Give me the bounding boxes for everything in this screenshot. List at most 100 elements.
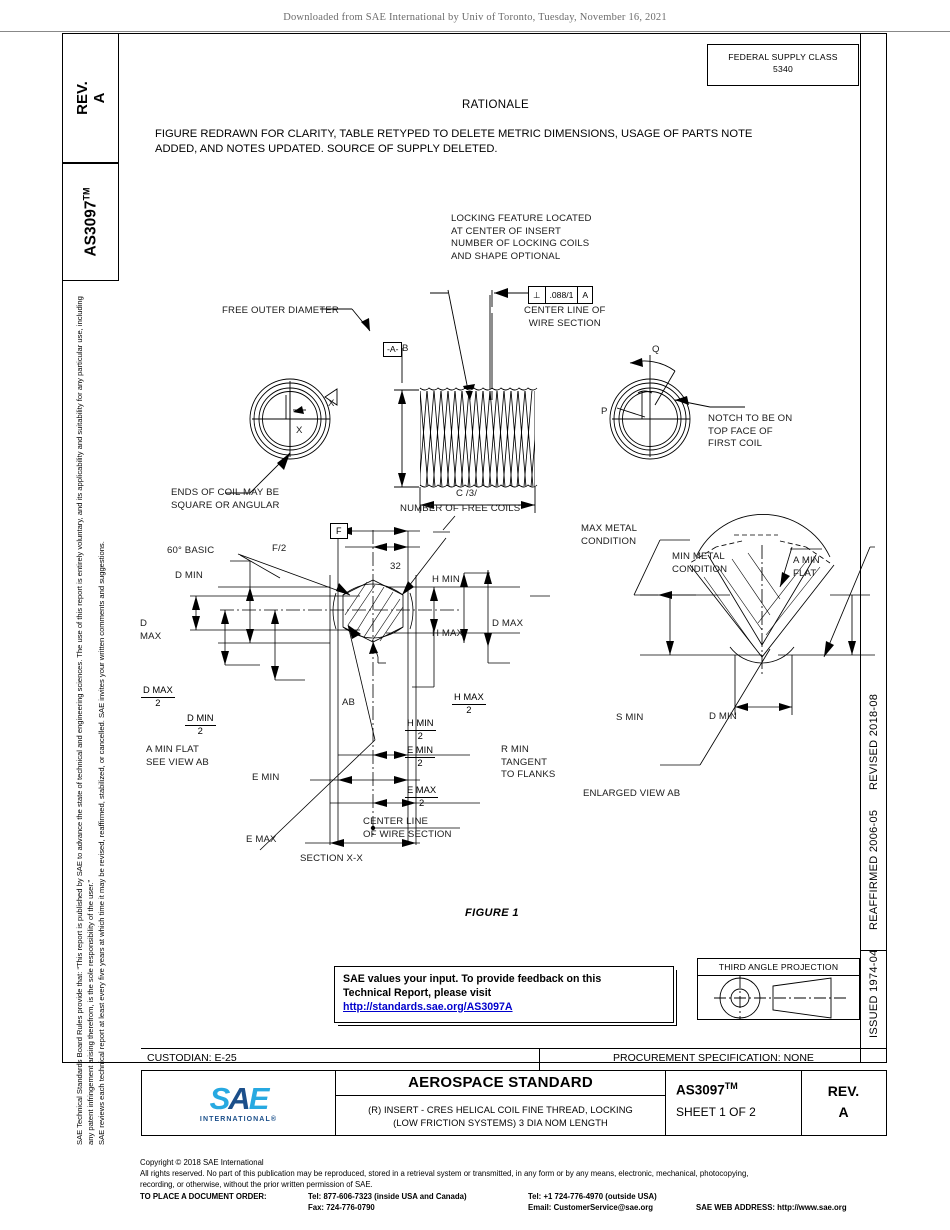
dim-h-max: H MAX: [432, 628, 464, 639]
dim-h-max-over-2: H MAX 2: [452, 691, 486, 715]
dim-h-max-over-2-num: H MAX: [452, 691, 486, 705]
dim-s-min: S MIN: [616, 712, 644, 723]
title-block: SAE INTERNATIONAL® AEROSPACE STANDARD (R…: [141, 1070, 887, 1136]
title-block-rev-label: REV.: [827, 1083, 860, 1099]
dim-d-min: D MIN: [175, 570, 203, 581]
title-block-sheet: SHEET 1 OF 2: [676, 1104, 756, 1119]
feedback-link[interactable]: http://standards.sae.org/AS3097A: [343, 1000, 513, 1013]
doc-number-tab: AS3097TM: [62, 163, 119, 281]
custodian-label: CUSTODIAN: E-25: [141, 1048, 540, 1070]
footer-tel-intl: Tel: +1 724-776-4970 (outside USA): [528, 1192, 657, 1201]
custodian-row: [141, 1048, 887, 1070]
feedback-line-2: Technical Report, please visit: [343, 986, 492, 999]
sae-wordmark: SAE: [209, 1081, 270, 1116]
feedback-line-1: SAE values your input. To provide feedba…: [343, 973, 602, 985]
footer-email: Email: CustomerService@sae.org: [528, 1203, 654, 1212]
callout-r-min-tangent: R MIN TANGENT TO FLANKS: [501, 744, 556, 781]
dim-d-min-over-2-num: D MIN: [185, 712, 216, 726]
figure-1-drawing: [190, 288, 875, 851]
legal-paragraph-2: SAE reviews each technical report at lea…: [97, 541, 106, 1145]
dim-d-max-over-2-den: 2: [155, 696, 161, 708]
procurement-spec-label: PROCUREMENT SPECIFICATION: NONE: [613, 1052, 814, 1064]
legal-paragraph-1: SAE Technical Standards Board Rules prov…: [75, 296, 95, 1145]
title-block-rev-cell: REV. A: [802, 1071, 885, 1135]
dim-h-min: H MIN: [432, 574, 460, 585]
dim-h-min-over-2-den: 2: [417, 729, 423, 741]
dim-e-min-over-2-num: E MIN: [405, 744, 436, 758]
title-block-number-cell: AS3097TM SHEET 1 OF 2: [666, 1071, 802, 1135]
download-watermark: Downloaded from SAE International by Uni…: [283, 12, 667, 23]
right-column-divider-tick: [860, 950, 887, 952]
dim-h-min-over-2: H MIN 2: [405, 717, 436, 741]
callout-notch: NOTCH TO BE ON TOP FACE OF FIRST COIL: [708, 413, 793, 450]
date-issued: ISSUED 1974-04: [868, 949, 880, 1038]
dim-d-max-over-2-num: D MAX: [141, 684, 175, 698]
footer-fax: Fax: 724-776-0790: [308, 1203, 375, 1212]
federal-supply-class-label: FEDERAL SUPPLY CLASS: [728, 52, 838, 62]
dim-f-half: F/2: [272, 543, 287, 554]
federal-supply-class-value: 5340: [773, 63, 793, 74]
doc-number-tab-text: AS3097TM: [81, 187, 100, 257]
rev-tab: REV.A: [62, 33, 119, 163]
feature-control-frame: ⊥ .088/1 A: [528, 286, 594, 304]
dim-d-min-over-2: D MIN 2: [185, 712, 216, 736]
dim-e-min: E MIN: [252, 772, 280, 783]
dim-d-max: D MAX: [140, 618, 162, 642]
callout-ends-of-coil: ENDS OF COIL MAY BE SQUARE OR ANGULAR: [171, 487, 280, 511]
callout-max-metal-condition: MAX METAL CONDITION: [581, 523, 638, 547]
drawing-frame: [62, 33, 887, 1063]
title-block-title-cell: AEROSPACE STANDARD (R) INSERT - CRES HEL…: [336, 1071, 666, 1135]
dim-d-min-over-2-den: 2: [197, 724, 203, 736]
dim-f-boxed: F: [330, 523, 348, 539]
datum-feature-a: -A-: [383, 342, 403, 357]
callout-centerline-wire-section-top: CENTER LINE OF WIRE SECTION: [524, 305, 606, 329]
dim-e-min-over-2-den: 2: [417, 756, 423, 768]
perpendicularity-icon: ⊥: [533, 289, 541, 300]
sae-logo: SAE INTERNATIONAL®: [200, 1083, 277, 1123]
third-angle-projection-box: THIRD ANGLE PROJECTION: [697, 958, 860, 1020]
third-angle-projection-title: THIRD ANGLE PROJECTION: [698, 959, 859, 976]
callout-section-xx: SECTION X-X: [300, 853, 363, 864]
dim-ab: AB: [342, 697, 356, 708]
dim-e-max-over-2-num: E MAX: [405, 784, 439, 798]
federal-supply-class-box: FEDERAL SUPPLY CLASS 5340: [707, 44, 859, 86]
footer-tel-usa: Tel: 877-606-7323 (inside USA and Canada…: [308, 1192, 467, 1201]
callout-free-outer-diameter: FREE OUTER DIAMETER: [222, 305, 339, 316]
sae-logo-subtitle: INTERNATIONAL®: [199, 1116, 278, 1123]
standard-type: AEROSPACE STANDARD: [336, 1071, 665, 1096]
dim-e-max-over-2-den: 2: [418, 796, 425, 808]
dim-x-center: X: [296, 425, 303, 436]
callout-enlarged-view-ab: ENLARGED VIEW AB: [583, 788, 681, 799]
dim-e-max: E MAX: [246, 834, 277, 845]
standard-description: (R) INSERT - CRES HELICAL COIL FINE THRE…: [336, 1096, 665, 1144]
footer-web-address: SAE WEB ADDRESS: http://www.sae.org: [696, 1203, 847, 1212]
dim-x-left: X: [328, 398, 335, 409]
title-block-logo-cell: SAE INTERNATIONAL®: [142, 1071, 336, 1135]
dim-e-max-over-2: E MAX 2: [405, 784, 439, 808]
dim-p: P: [601, 406, 608, 417]
dim-60-basic: 60° BASIC: [167, 545, 215, 556]
fcf-datum: A: [577, 287, 592, 303]
right-column-divider: [860, 33, 862, 1063]
callout-centerline-wire-section-bottom: CENTER LINE OF WIRE SECTION: [363, 816, 452, 840]
callout-min-metal-condition: MIN METAL CONDITION: [672, 551, 728, 575]
dim-d-max-right: D MAX: [492, 618, 524, 629]
dim-surface-finish: 32: [390, 561, 401, 572]
rev-tab-text: REV.A: [73, 81, 108, 115]
callout-number-of-free-coils: NUMBER OF FREE COILS: [400, 503, 521, 514]
third-angle-projection-symbol: [714, 976, 848, 1020]
callout-a-min-flat: A MIN FLAT: [793, 555, 820, 579]
title-block-rev-value: A: [838, 1104, 849, 1120]
feedback-box: SAE values your input. To provide feedba…: [334, 966, 674, 1023]
dim-d-max-over-2: D MAX 2: [141, 684, 175, 708]
sae-logo-s: S: [209, 1081, 231, 1116]
callout-locking-feature: LOCKING FEATURE LOCATED AT CENTER OF INS…: [451, 213, 592, 262]
rationale-title: RATIONALE: [462, 99, 530, 111]
callout-a-min-flat-see-view: A MIN FLAT SEE VIEW AB: [146, 744, 209, 768]
dim-h-min-over-2-num: H MIN: [405, 717, 436, 731]
fcf-tolerance: .088/1: [544, 287, 578, 303]
footer-copyright: Copyright © 2018 SAE International All r…: [140, 1158, 910, 1190]
dim-c: C /3/: [456, 488, 478, 499]
dim-q: Q: [652, 344, 660, 355]
